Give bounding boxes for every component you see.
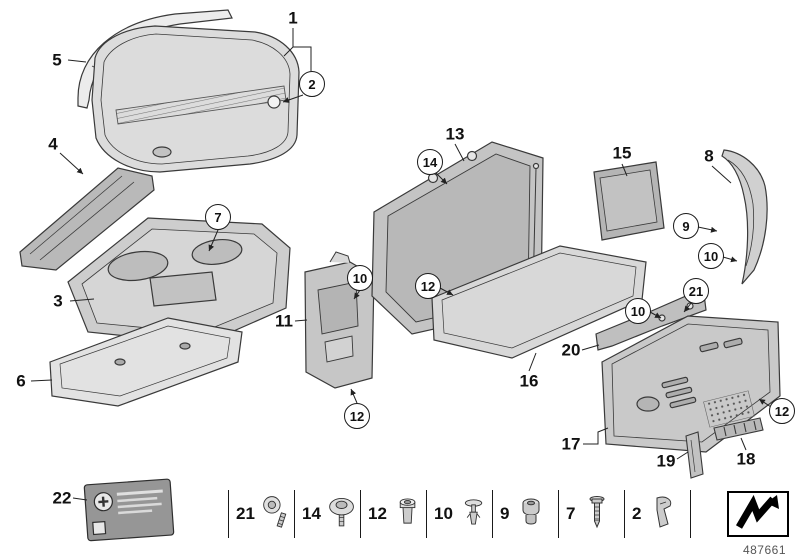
grommet-icon <box>522 498 540 525</box>
zigzag-arrow-icon <box>735 495 779 529</box>
legend-item-21[interactable]: 21 <box>228 490 294 538</box>
part-rear-trim-panel <box>601 315 781 453</box>
callout-13[interactable]: 13 <box>445 124 465 144</box>
callout-10-a[interactable]: 10 <box>347 265 373 291</box>
part-small-strip <box>685 431 704 479</box>
callout-16[interactable]: 16 <box>519 371 539 391</box>
first-aid-kit <box>83 478 175 542</box>
callout-12-c[interactable]: 12 <box>769 398 795 424</box>
callout-20[interactable]: 20 <box>561 340 581 360</box>
grommet-nut-icon <box>399 498 416 524</box>
callout-5[interactable]: 5 <box>52 50 62 70</box>
tapping-screw-icon <box>589 496 605 529</box>
callout-8[interactable]: 8 <box>704 146 714 166</box>
part-small-panel <box>593 161 665 241</box>
fastener-legend: 21 14 12 <box>228 490 691 538</box>
callout-4[interactable]: 4 <box>48 134 58 154</box>
legend-label-14: 14 <box>302 504 321 523</box>
legend-item-12[interactable]: 12 <box>360 490 426 538</box>
callout-10-b[interactable]: 10 <box>698 243 724 269</box>
washer-screw-icon <box>329 498 354 527</box>
next-diagram-symbol[interactable] <box>727 491 789 537</box>
legend-label-7: 7 <box>566 504 576 523</box>
trim-clip-icon <box>656 496 672 528</box>
part-storage-tray <box>67 217 291 345</box>
diagram-number: 487661 <box>742 543 786 557</box>
part-floor-panel-left <box>49 317 243 407</box>
callout-15[interactable]: 15 <box>612 143 632 163</box>
legend-item-2[interactable]: 2 <box>624 490 690 538</box>
oval-head-screw-icon <box>263 496 287 528</box>
part-partition-panel <box>91 25 300 173</box>
legend-label-9: 9 <box>500 504 510 523</box>
callout-21[interactable]: 21 <box>683 278 709 304</box>
legend-label-12: 12 <box>368 504 387 523</box>
callout-7[interactable]: 7 <box>205 204 231 230</box>
callout-17[interactable]: 17 <box>561 434 581 454</box>
callout-14[interactable]: 14 <box>417 149 443 175</box>
legend-item-9[interactable]: 9 <box>492 490 558 538</box>
callout-6[interactable]: 6 <box>16 371 26 391</box>
callout-19[interactable]: 19 <box>656 451 676 471</box>
part-upper-bracket <box>595 293 707 351</box>
callout-22[interactable]: 22 <box>52 488 72 508</box>
part-sill-trim <box>19 167 155 271</box>
legend-label-10: 10 <box>434 504 453 523</box>
callout-12-a[interactable]: 12 <box>344 403 370 429</box>
callout-2[interactable]: 2 <box>299 71 325 97</box>
callout-10-c[interactable]: 10 <box>625 298 651 324</box>
legend-item-14[interactable]: 14 <box>294 490 360 538</box>
part-side-trim-right <box>721 149 768 285</box>
expansion-rivet-icon <box>464 499 483 525</box>
legend-item-10[interactable]: 10 <box>426 490 492 538</box>
legend-item-7[interactable]: 7 <box>558 490 624 538</box>
callout-12-b[interactable]: 12 <box>415 273 441 299</box>
callout-3[interactable]: 3 <box>53 291 63 311</box>
callout-1[interactable]: 1 <box>288 8 298 28</box>
legend-label-2: 2 <box>632 504 642 523</box>
part-ribbed-strip <box>713 417 764 441</box>
legend-label-21: 21 <box>236 504 255 523</box>
callout-9[interactable]: 9 <box>673 213 699 239</box>
callout-18[interactable]: 18 <box>736 449 756 469</box>
callout-11[interactable]: 11 <box>275 311 293 331</box>
